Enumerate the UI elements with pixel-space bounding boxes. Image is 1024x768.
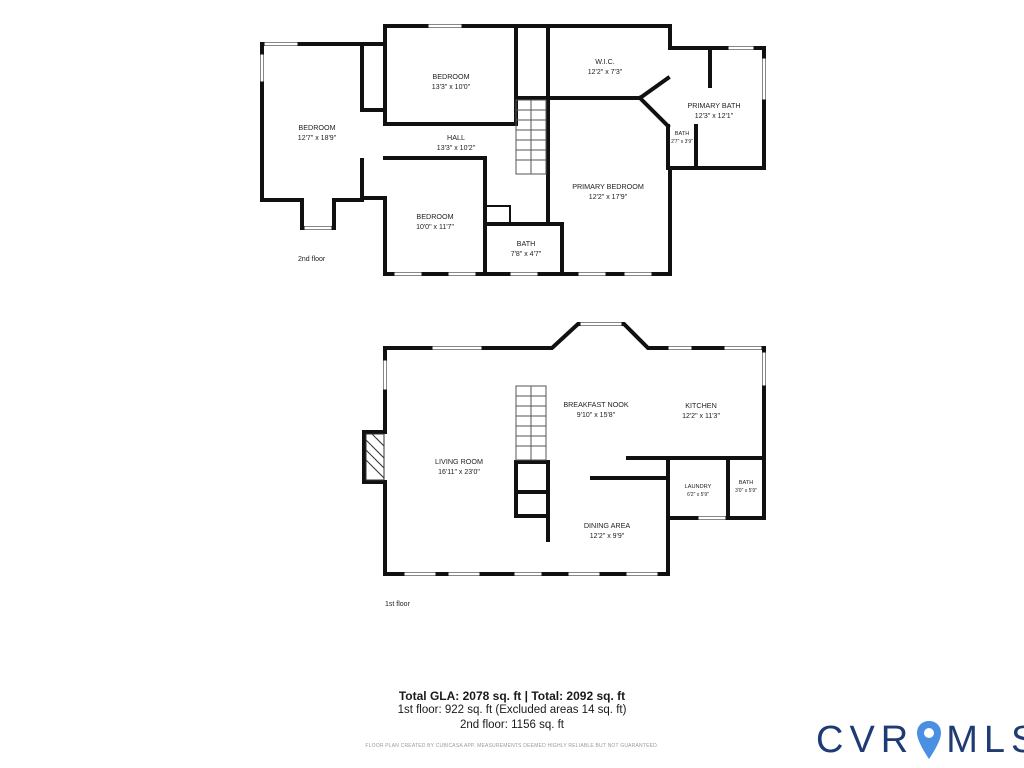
room-label-primary-bath: PRIMARY BATH: [687, 101, 740, 110]
room-label-bedroom-b: BEDROOM: [298, 123, 335, 132]
logo-text-left: CVR: [816, 718, 915, 761]
room-dim-bath-1: 3'0" x 5'9": [735, 488, 757, 494]
room-label-bedroom-a: BEDROOM: [432, 72, 469, 81]
room-label-bedroom-c: BEDROOM: [416, 212, 453, 221]
room-dim-bedroom-c: 10'0" x 11'7": [416, 224, 454, 231]
room-label-hall: HALL: [447, 133, 465, 142]
room-dim-bath-small: 2'7" x 3'9": [671, 139, 693, 145]
second-floor-plan: [260, 24, 766, 276]
total-area-summary: Total GLA: 2078 sq. ft | Total: 2092 sq.…: [398, 689, 626, 703]
room-label-dining-area: DINING AREA: [584, 521, 631, 530]
room-label-wic: W.I.C.: [595, 57, 615, 66]
room-dim-dining-area: 12'2" x 9'9": [590, 533, 625, 540]
stairs-2nd: [515, 99, 547, 175]
room-label-bath-small: BATH: [675, 131, 690, 137]
second-floor-area: 2nd floor: 1156 sq. ft: [460, 719, 564, 731]
room-dim-laundry: 6'2" x 5'9": [687, 492, 709, 498]
room-label-living-room: LIVING ROOM: [435, 457, 483, 466]
room-dim-breakfast-nook: 9'10" x 15'8": [577, 412, 616, 419]
room-dim-living-room: 16'11" x 23'0": [438, 469, 480, 476]
room-dim-primary-bath: 12'3" x 12'1": [695, 113, 734, 120]
stairs-1st: [515, 385, 547, 461]
room-dim-kitchen: 12'2" x 11'3": [682, 413, 720, 420]
room-dim-wic: 12'2" x 7'3": [588, 69, 623, 76]
floor-label-first: 1st floor: [385, 601, 411, 608]
room-dim-bedroom-b: 12'7" x 18'9": [298, 135, 337, 142]
room-label-laundry: LAUNDRY: [685, 484, 712, 490]
room-dim-bedroom-a: 13'3" x 10'0": [432, 84, 471, 91]
floor-label-second: 2nd floor: [298, 256, 326, 263]
fireplace: [365, 433, 385, 481]
first-floor-plan: [362, 322, 766, 576]
room-dim-bath-2: 7'8" x 4'7": [511, 251, 542, 258]
room-label-bath-1: BATH: [739, 480, 754, 486]
logo-text-right: MLS: [946, 718, 1024, 761]
map-pin-icon: [917, 721, 942, 759]
room-dim-hall: 13'3" x 10'2": [437, 145, 476, 152]
disclaimer-text: FLOOR PLAN CREATED BY CUBICASA APP. MEAS…: [365, 743, 659, 749]
cvrmls-logo: CVR MLS: [816, 716, 1024, 764]
room-dim-primary-bedroom: 12'2" x 17'9": [589, 194, 628, 201]
room-label-kitchen: KITCHEN: [685, 401, 717, 410]
room-label-breakfast-nook: BREAKFAST NOOK: [563, 400, 629, 409]
room-label-primary-bedroom: PRIMARY BEDROOM: [572, 182, 644, 191]
room-label-bath-2: BATH: [517, 239, 536, 248]
first-floor-area: 1st floor: 922 sq. ft (Excluded areas 14…: [397, 704, 627, 716]
